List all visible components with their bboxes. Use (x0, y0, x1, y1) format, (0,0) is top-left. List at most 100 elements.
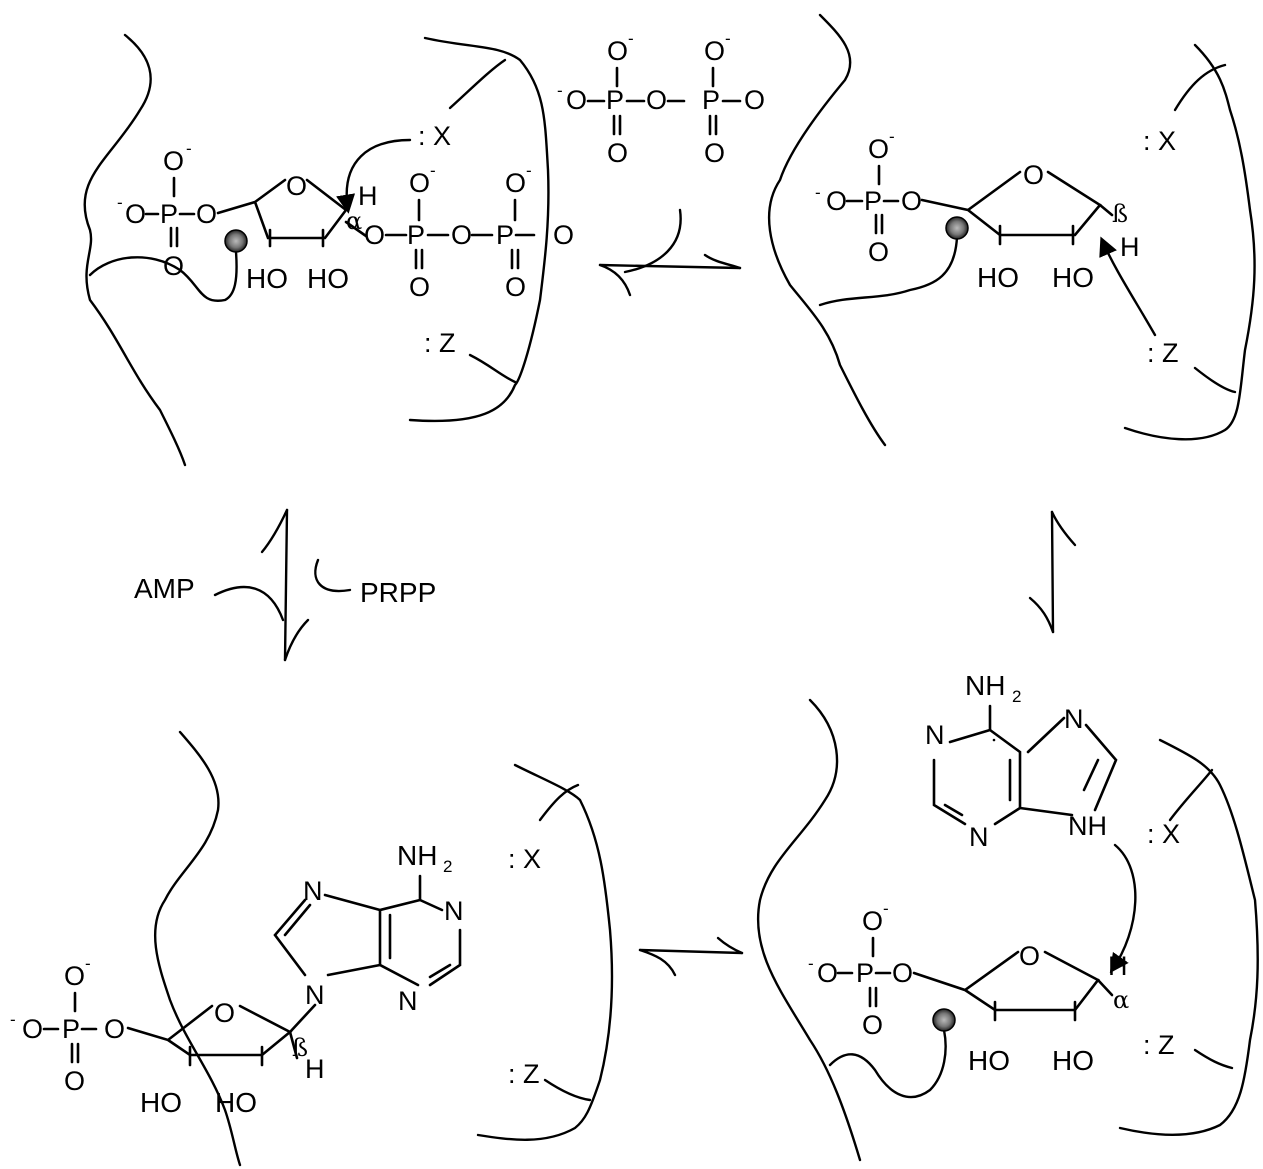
ribose-ring (920, 170, 1102, 237)
residue-x-label: : X (508, 844, 541, 874)
ribose-2-hydroxyl: HO (140, 1087, 182, 1118)
panel-prpp-bound: : X : Z O - - O P O O O HO HO H α O P O … (83, 33, 574, 467)
arrow-right-head-bottom (1028, 596, 1055, 634)
pocket-metal-loop (88, 250, 238, 302)
pocket-z-branch (1193, 366, 1237, 394)
residue-x-label: : X (418, 121, 451, 151)
ribose-3-hydroxyl: HO (307, 263, 349, 294)
phosphate-o-ester: O (104, 1014, 125, 1044)
phosphate-o-top: O (163, 146, 184, 176)
svg-text:-: - (628, 29, 634, 48)
adenine-free: NH 2 N N N NH (925, 670, 1118, 852)
residue-x-label: : X (1143, 126, 1176, 156)
adenine-n3: N (398, 986, 418, 1016)
phosphate-o-left-charge: - (117, 193, 123, 212)
ppi-p2-o-bottom: O (704, 138, 725, 168)
anomeric-hydrogen: H (305, 1054, 325, 1084)
amp-label: AMP (134, 573, 195, 604)
adenine-nh2: NH (965, 670, 1005, 701)
ppi-p1-o-top: O (607, 36, 628, 66)
alpha-label: α (346, 207, 362, 235)
svg-text:-: - (557, 81, 563, 100)
ribose-3-hydroxyl: HO (215, 1087, 257, 1118)
phosphate-o-left: O (125, 199, 146, 229)
phosphate-o-left: O (817, 958, 838, 988)
phosphorus-atom: P (856, 958, 874, 988)
phosphate-o-ester: O (196, 199, 217, 229)
pocket-x-branch (538, 783, 580, 822)
phosphate-o-ester: O (892, 958, 913, 988)
ring-oxygen: O (1019, 941, 1040, 971)
ppi-p1-o-bottom: O (607, 138, 628, 168)
pocket-z-branch (543, 1078, 592, 1102)
pocket-metal-loop (818, 235, 959, 307)
adenine-n9: N (305, 980, 325, 1010)
anomeric-hydrogen: H (1120, 232, 1140, 262)
pocket-right-wall (476, 763, 614, 1141)
arrow-bottom-tail-hook (716, 936, 744, 955)
curved-arrow-n9-attack (1109, 843, 1137, 974)
ribose-ring (216, 178, 348, 240)
ppi-p1-o-bottom: O (409, 272, 430, 302)
arrow-top-shaft (598, 263, 742, 270)
ribose-2-hydroxyl: HO (246, 263, 288, 294)
pocket-x-branch (1173, 63, 1227, 112)
adenine-nh2-sub: 2 (443, 857, 452, 876)
ppi-p2-o-bottom: O (505, 272, 526, 302)
phosphate-o-bottom: O (868, 237, 889, 267)
pocket-x-branch (448, 58, 507, 110)
ppi-p1: P (407, 220, 425, 250)
arrow-left-shaft-down (283, 508, 289, 662)
phosphate-o-top-charge: - (186, 139, 192, 158)
adenine-five-ring (273, 893, 382, 977)
curved-arrow-x-attack (336, 138, 412, 214)
pocket-x-branch (1168, 768, 1214, 822)
ppi-p2-o-top: O (704, 36, 725, 66)
ribose-3-hydroxyl: HO (1052, 262, 1094, 293)
ppi-o-left: O (566, 85, 587, 115)
pocket-right-wall (1123, 43, 1256, 441)
ppi-p1-o-top-charge: - (430, 161, 436, 180)
anomeric-hydrogen: H (1108, 951, 1128, 981)
adenine-n7: N (1064, 704, 1084, 734)
free-pyrophosphate: - O P O P O O - O - O O (557, 29, 765, 168)
adenine-six-ring (932, 728, 1022, 826)
phosphate-o-bottom: O (862, 1010, 883, 1040)
phosphate-o-top: O (64, 961, 85, 991)
phosphate-o-left-charge: - (808, 954, 814, 973)
beta-label: ß (1112, 200, 1128, 228)
pocket-left-wall (756, 698, 862, 1162)
residue-z-label: : Z (424, 328, 456, 358)
phosphate-o-top-charge: - (883, 899, 889, 918)
arrow-left-head-up (260, 508, 289, 554)
ppi-o-terminal: O (553, 220, 574, 250)
phosphate-o-left: O (826, 186, 847, 216)
ppi-o-right: O (744, 85, 765, 115)
adenine-n1: N (444, 896, 464, 926)
prpp-label: PRPP (360, 577, 436, 608)
arrow-left-head-down (283, 618, 310, 662)
ribose-2-hydroxyl: HO (977, 262, 1019, 293)
phosphate-o-top: O (862, 906, 883, 936)
ppi-p1-o-top: O (409, 168, 430, 198)
ring-oxygen: O (286, 171, 307, 201)
phosphate-o-left: O (22, 1014, 43, 1044)
adenine-n7: N (303, 876, 323, 906)
residue-z-label: : Z (1147, 338, 1179, 368)
arrow-bottom-shaft (638, 948, 744, 955)
residue-z-label: : Z (508, 1059, 540, 1089)
ppi-p2: P (496, 220, 514, 250)
curved-arrow-z-base (1099, 236, 1157, 337)
ribose-2-hydroxyl: HO (968, 1045, 1010, 1076)
adenine-n9-h: NH (1068, 811, 1107, 841)
ppi-o-bridge: O (646, 85, 667, 115)
phosphorus-atom: P (864, 186, 882, 216)
panel-adenine-attack: : X : Z NH 2 N N N NH O - - O P O O (756, 670, 1259, 1162)
ribose-ring (126, 1004, 293, 1057)
residue-x-label: : X (1147, 819, 1180, 849)
phosphate-o-ester: O (901, 186, 922, 216)
phosphate-o-top-charge: - (85, 954, 91, 973)
metal-ion-icon (932, 1008, 956, 1032)
ppi-o-bridge-1: O (364, 220, 385, 250)
